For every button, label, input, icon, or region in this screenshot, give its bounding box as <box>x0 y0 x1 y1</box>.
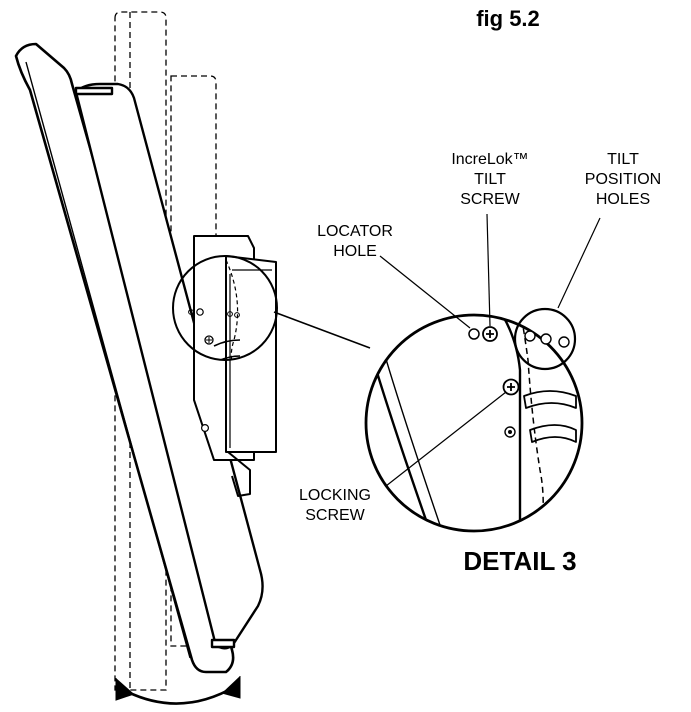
figure-label: fig 5.2 <box>476 6 540 31</box>
callout-locator-line-1: LOCATOR <box>317 223 393 240</box>
callout-tilt-holes-line-2: POSITION <box>584 171 662 188</box>
callout-tilt-holes-line-1: TILT <box>607 151 639 168</box>
callout-tilt-position-holes: TILT POSITION HOLES <box>568 150 678 210</box>
callout-locking-line-2: SCREW <box>305 507 365 524</box>
callout-tilt-holes-line-3: HOLES <box>595 191 651 208</box>
locator-hole <box>468 328 480 340</box>
display-back <box>74 82 264 650</box>
detail-connector-line <box>273 311 371 349</box>
callout-locator-line-2: HOLE <box>333 243 377 260</box>
small-detail-ring <box>172 255 278 361</box>
callout-leaders <box>379 213 601 487</box>
callout-locator-hole: LOCATOR HOLE <box>300 222 410 262</box>
detail-label: DETAIL 3 <box>463 546 577 576</box>
callout-increlok-line-2: TILT <box>474 171 506 188</box>
callout-locking-screw: LOCKING SCREW <box>280 486 390 526</box>
detail-3-ring <box>364 313 584 533</box>
tilt-position-hole-3 <box>558 336 570 348</box>
tilt-motion-arrow <box>115 676 241 705</box>
tilt-holes-highlight-ring <box>513 307 577 371</box>
small-detail-contents <box>188 259 241 360</box>
detail-hardware <box>468 307 577 438</box>
callout-increlok-line-3: SCREW <box>460 191 520 208</box>
display-bezel <box>14 42 235 674</box>
tilt-position-hole-2 <box>540 333 552 345</box>
tilt-position-hole-1 <box>524 330 536 342</box>
callout-locking-line-1: LOCKING <box>298 487 371 504</box>
callout-increlok-tilt-screw: IncreLok™ TILT SCREW <box>430 150 550 210</box>
callout-increlok-line-1: IncreLok™ <box>451 151 529 168</box>
